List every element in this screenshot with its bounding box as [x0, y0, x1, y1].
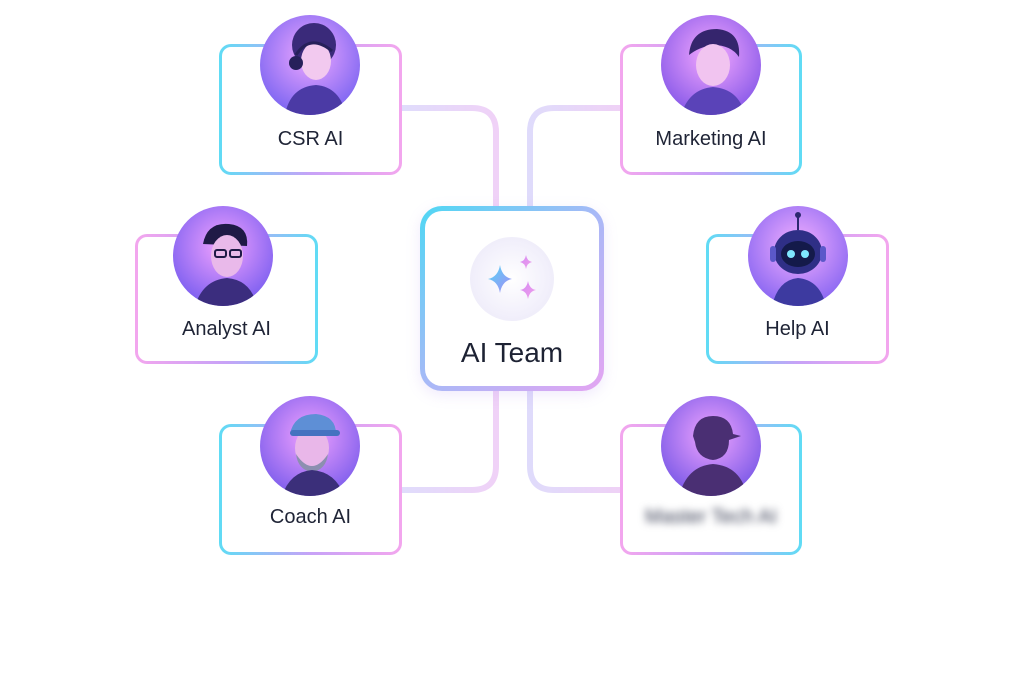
agent-label-help: Help AI — [765, 318, 830, 340]
agent-label-csr: CSR AI — [277, 128, 344, 150]
agent-label-marketing: Marketing AI — [655, 128, 767, 150]
agent-label-coach: Coach AI — [269, 506, 352, 528]
agent-label-mastertech: Master Tech AI — [645, 506, 777, 528]
connector-csr — [399, 105, 499, 209]
person-portrait-avatar — [661, 15, 761, 115]
ai-team-hub[interactable]: AI Team — [420, 206, 604, 391]
robot-avatar — [748, 206, 848, 306]
silhouette-avatar — [661, 396, 761, 496]
sparkles-icon — [488, 255, 536, 299]
person-headset-avatar — [260, 15, 360, 115]
person-glasses-avatar — [173, 206, 273, 306]
sparkles-badge — [470, 237, 554, 321]
agent-label-analyst: Analyst AI — [182, 318, 271, 340]
hub-title: AI Team — [460, 337, 564, 368]
person-cap-beard-avatar — [260, 396, 360, 496]
connector-coach — [399, 388, 499, 493]
connector-mastertech — [527, 388, 623, 493]
connector-marketing — [527, 105, 623, 209]
